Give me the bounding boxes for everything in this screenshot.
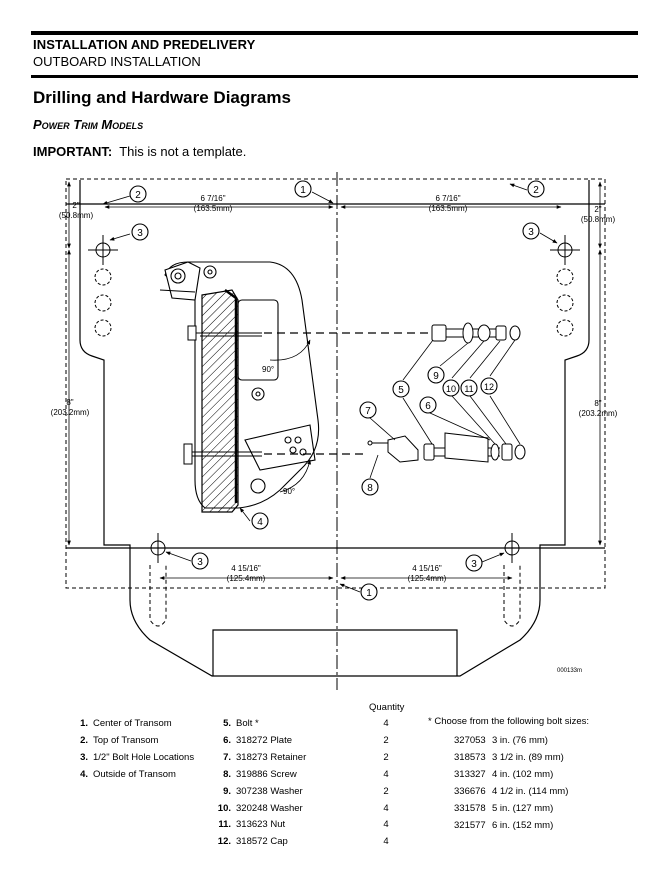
part-item: 11.313623 Nut: [218, 819, 286, 831]
callout-2: 2: [135, 190, 141, 201]
callout-3: 3: [471, 559, 477, 570]
transom-inner-box: [212, 629, 458, 676]
callout-7: 7: [365, 406, 371, 417]
dim-top-right: 6 7/16": [435, 194, 460, 203]
hardware-stack-bottom: [367, 432, 526, 463]
dim-top-left: 6 7/16": [200, 194, 225, 203]
bolt-holes-bottom-right: [497, 533, 527, 627]
bolt-holes-right: [550, 235, 580, 337]
quantity-value: 4: [383, 768, 389, 780]
quantity-column: 4 2 2 4 2 4 4 4: [374, 716, 398, 851]
drilling-diagram: 6 7/16" (163.5mm) 6 7/16" (163.5mm) 4 15…: [51, 172, 618, 690]
dim-bot-left-mm: (125.4mm): [227, 574, 266, 583]
callout-12: 12: [484, 382, 494, 392]
quantity-value: 4: [383, 819, 389, 831]
callout-circles: [129, 180, 545, 601]
legend-item: 2.Top of Transom: [80, 734, 159, 746]
angle-top: 90°: [262, 365, 274, 374]
part-item: 7.318273 Retainer: [223, 751, 307, 763]
part-item: 10.320248 Washer: [217, 802, 303, 814]
callout-8: 8: [367, 483, 373, 494]
dim-top-right-mm: (163.5mm): [429, 204, 468, 213]
dim-bot-left: 4 15/16": [231, 564, 261, 573]
part-item: 12.318572 Cap: [217, 836, 288, 848]
dim-2-left: 2": [72, 201, 79, 210]
transom-plate: [201, 289, 239, 513]
angle-arc-bottom: [279, 459, 312, 493]
bolt-size-note: * Choose from the following bolt sizes:: [428, 716, 590, 727]
callout-numbers: 1 2 2 3 3 3 3 1 4 5 6 7 8 9 10 11 12: [135, 185, 539, 599]
dim-8-right: 8": [594, 399, 601, 408]
part-item: 8.319886 Screw: [223, 768, 297, 780]
parts-legend: 5.Bolt * 6.318272 Plate 7.318273 Retaine…: [214, 716, 306, 851]
legend-item: 3.1/2" Bolt Hole Locations: [80, 751, 195, 763]
part-item: 9.307238 Washer: [223, 785, 303, 797]
quantity-value: 4: [383, 836, 389, 848]
legend-left: 1.Center of Transom 2.Top of Transom 3.1…: [76, 716, 194, 784]
quantity-value: 2: [383, 734, 389, 746]
quantity-value: 2: [383, 785, 389, 797]
dim-8-right-mm: (203.2mm): [579, 409, 618, 418]
dim-bot-right-mm: (125.4mm): [408, 574, 447, 583]
quantity-header: Quantity: [369, 702, 405, 713]
transom-outline: [79, 180, 590, 677]
dim-2-left-mm: (50.8mm): [59, 211, 94, 220]
part-item: 5.Bolt *: [223, 718, 259, 729]
transom-plate-edge: [224, 288, 238, 503]
figure-id: 000133m: [557, 668, 582, 674]
important-text: This is not a template.: [119, 144, 247, 159]
callout-2: 2: [533, 185, 539, 196]
callout-1: 1: [366, 588, 372, 599]
transom-bracket: [159, 261, 320, 509]
dim-8-left: 8": [66, 398, 73, 407]
subsection-title: Power Trim Models: [33, 117, 144, 132]
section-title: Drilling and Hardware Diagrams: [33, 88, 291, 107]
callout-1: 1: [300, 185, 306, 196]
callout-leaders: [102, 183, 558, 593]
callout-3: 3: [137, 228, 143, 239]
dim-bot-right: 4 15/16": [412, 564, 442, 573]
callout-3: 3: [528, 227, 534, 238]
header-rule-bottom: [31, 75, 638, 78]
callout-5: 5: [398, 385, 404, 396]
header-title: INSTALLATION AND PREDELIVERY: [33, 37, 256, 52]
quantity-value: 4: [383, 718, 389, 729]
important-note: IMPORTANT: This is not a template.: [33, 144, 246, 159]
quantity-value: 2: [383, 751, 389, 763]
angle-arc-top: [269, 339, 311, 361]
part-item: 6.318272 Plate: [223, 734, 292, 746]
callout-6: 6: [425, 401, 431, 412]
header-rule-top: [31, 31, 638, 35]
dim-2-right-mm: (50.8mm): [581, 215, 616, 224]
callout-11: 11: [464, 384, 473, 394]
bolt-holes-bottom-left: [143, 533, 173, 627]
dim-2-right: 2": [594, 205, 601, 214]
angle-bot: 90°: [283, 487, 295, 496]
dim-8-left-mm: (203.2mm): [51, 408, 90, 417]
dim-top-left-mm: (163.5mm): [194, 204, 233, 213]
callout-4: 4: [257, 517, 263, 528]
callout-3: 3: [197, 557, 203, 568]
callout-9: 9: [433, 371, 439, 382]
hardware-stack-top: [431, 322, 521, 344]
header-subtitle: OUTBOARD INSTALLATION: [33, 54, 201, 69]
quantity-value: 4: [383, 802, 389, 814]
important-label: IMPORTANT:: [33, 144, 113, 159]
callout-10: 10: [446, 384, 456, 394]
template-outline: [65, 178, 606, 589]
through-bolts: [183, 325, 262, 465]
legend-item: 1.Center of Transom: [80, 718, 172, 729]
bolt-holes-left: [88, 235, 118, 337]
legend-item: 4.Outside of Transom: [80, 768, 176, 780]
